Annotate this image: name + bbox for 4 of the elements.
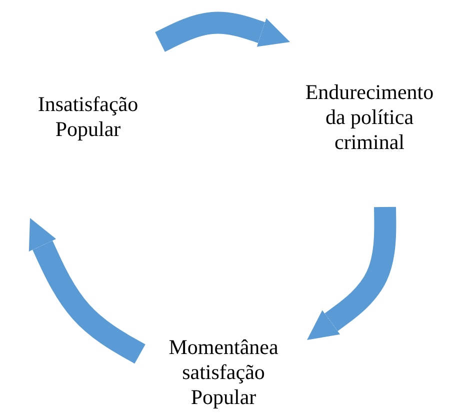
cycle-stage-label: Endurecimento da política criminal: [304, 80, 435, 155]
arrow: [28, 218, 146, 364]
cycle-stage-label: Momentânea satisfação Popular: [168, 335, 280, 410]
cycle-stage-label: Insatisfação Popular: [36, 92, 140, 142]
